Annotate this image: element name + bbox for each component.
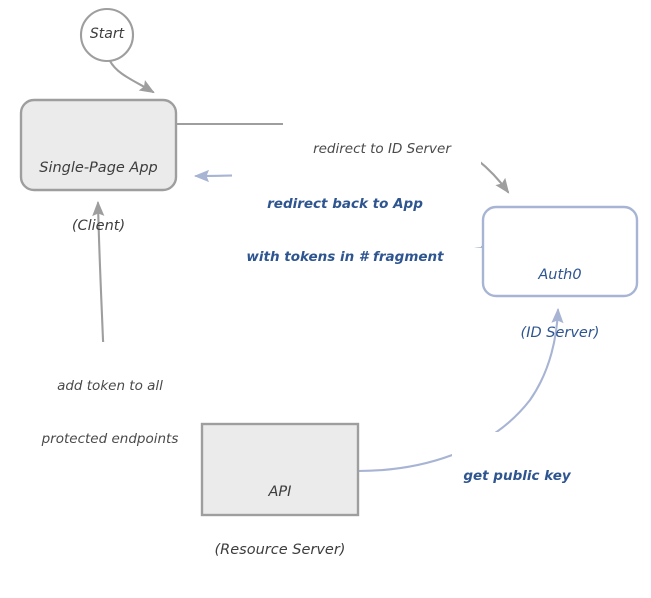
edge-auth0-to-spa <box>193 169 484 249</box>
node-single-page-app[interactable] <box>19 98 178 192</box>
node-api[interactable] <box>200 422 360 517</box>
node-auth0[interactable] <box>481 205 639 298</box>
edge-api-to-auth0 <box>356 307 564 473</box>
edge-spa-to-api <box>101 338 193 471</box>
node-start[interactable] <box>79 7 135 63</box>
diagram-canvas <box>19 7 639 517</box>
edge-spa-to-auth0 <box>174 122 510 194</box>
node-api-line2: (Resource Server) <box>214 541 346 558</box>
flow-diagram: Start Single-Page App (Client) Auth0 (ID… <box>19 7 639 558</box>
edge-api-to-spa-arrowhead <box>92 200 105 342</box>
edge-start-to-spa <box>108 59 155 94</box>
